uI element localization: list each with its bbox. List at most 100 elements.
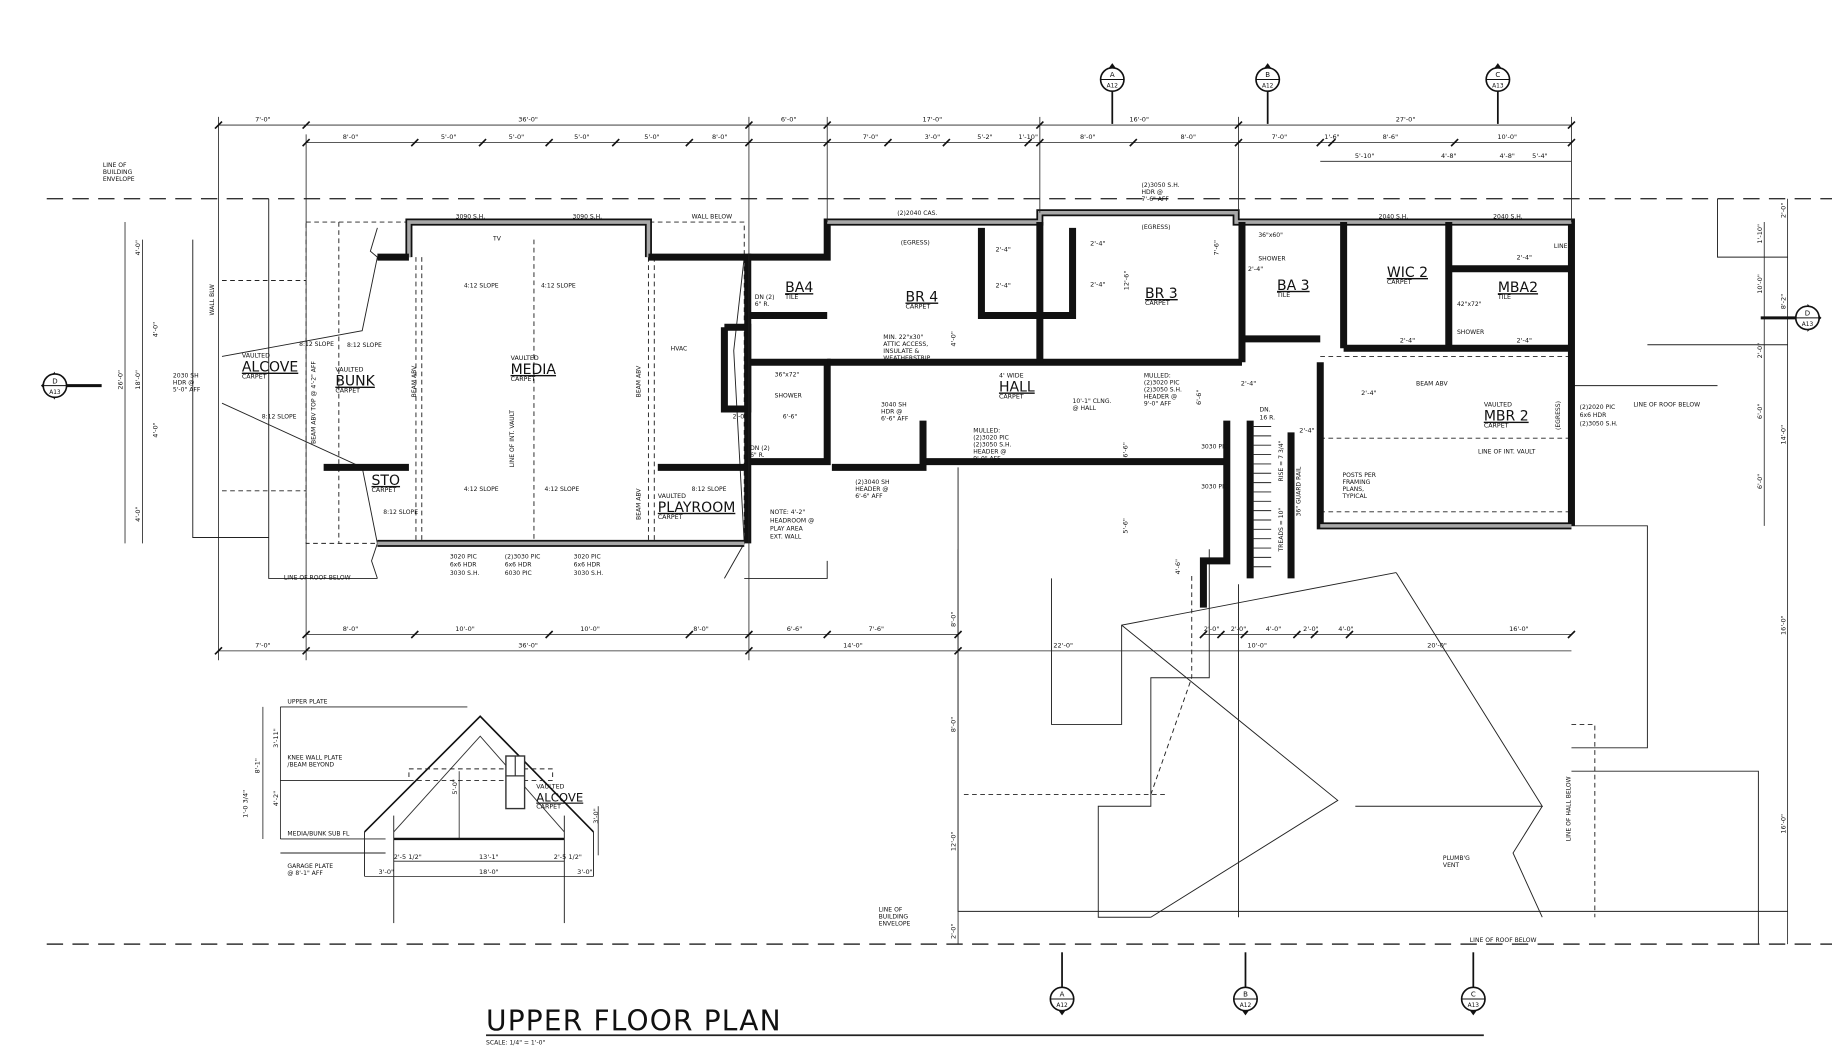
- dimension-tick: [744, 138, 754, 147]
- plan-note: WEATHERSTRIP: [883, 355, 930, 362]
- plan-note: 6'-6" AFF: [881, 416, 909, 423]
- plan-note: (2)3040 SH: [855, 479, 889, 486]
- dimension-tick: [1345, 630, 1354, 639]
- room-prefix: 4' WIDE: [999, 372, 1024, 379]
- dimension-label: 4'-0": [950, 331, 958, 346]
- plan-note: SHOWER: [775, 392, 803, 399]
- plan-note: (2)3050 S.H.: [1141, 182, 1179, 189]
- plan-note: 6030 PIC: [505, 570, 532, 577]
- room-finish: CARPET: [658, 514, 683, 521]
- dimension-tick: [1234, 138, 1243, 147]
- plan-note: MIN. 22"x30": [883, 334, 923, 341]
- dimension-label: 4'-8": [1499, 152, 1514, 160]
- drawing-title: UPPER FLOOR PLAN: [486, 1005, 782, 1038]
- plan-note: 6x6 HDR: [574, 562, 601, 569]
- building-envelope-lines: [46, 197, 1832, 945]
- plan-note: 3090 S.H.: [456, 214, 486, 221]
- dimension-label: 4'-0": [152, 322, 160, 337]
- dimension-label: 14'-0": [843, 641, 863, 649]
- dimension-tick: [410, 630, 419, 639]
- plan-note: 8:12 SLOPE: [692, 486, 727, 493]
- plan-note: 2040 S.H.: [1379, 214, 1409, 221]
- dimension-label: 3'-0": [925, 133, 940, 141]
- dimension-label: 6'-6": [787, 625, 802, 633]
- plan-note: ENVELOPE: [103, 176, 135, 183]
- dimension-label: 2'-0": [1756, 343, 1764, 358]
- dimension-label: 4'-0": [134, 506, 142, 521]
- section-letter: B: [1265, 70, 1270, 79]
- drawing-scale: SCALE: 1/4" = 1'-0": [486, 1040, 545, 1047]
- room-finish: CARPET: [511, 376, 536, 383]
- dimension-tick: [685, 138, 694, 147]
- section-sheet: A13: [1802, 322, 1814, 328]
- dimension-label: 36'-0": [518, 641, 538, 649]
- dimension-label: 4'-0": [152, 422, 160, 437]
- dimension-tick: [1567, 121, 1576, 130]
- plan-note: (EGRESS): [1555, 401, 1562, 430]
- section-detail-label: KNEE WALL PLATE: [287, 755, 342, 762]
- section-marker: D A13: [1760, 303, 1822, 332]
- plan-note: 3040 SH: [881, 402, 907, 409]
- plan-note: FRAMING: [1342, 479, 1370, 486]
- plan-note: 8:12 SLOPE: [262, 413, 297, 420]
- dimension-tick: [410, 138, 419, 147]
- dimension-tick: [545, 138, 554, 147]
- plan-note: WALL BLW: [209, 284, 216, 315]
- dimension-label: 4'-0": [1338, 625, 1353, 633]
- dimension-tick: [1129, 138, 1138, 147]
- plan-note: 6x6 HDR: [450, 562, 477, 569]
- dimension-tick: [1310, 630, 1319, 639]
- room-finish: CARPET: [905, 304, 930, 311]
- door-size-label: 2'-4": [1090, 239, 1105, 247]
- dimension-label: 16'-0": [1509, 625, 1529, 633]
- section-detail-dim: 2'-5 1/2": [394, 853, 422, 861]
- section-detail-dim: 3'-11": [272, 728, 280, 748]
- plan-note: 9'-0" AFF: [973, 455, 1001, 462]
- dimension-label: 17'-0": [923, 116, 943, 124]
- dimension-label: 4'-6": [1174, 559, 1182, 574]
- room-finish: TILE: [784, 294, 798, 301]
- plan-note: 8:12 SLOPE: [383, 509, 418, 516]
- section-letter: D: [1805, 309, 1810, 318]
- plan-note: (2)3050 S.H.: [1580, 420, 1618, 427]
- plan-note: SHOWER: [1258, 256, 1286, 263]
- plan-note: 6'-6" AFF: [855, 493, 883, 500]
- room-labels: VAULTEDALCOVECARPETVAULTEDBUNKCARPETVAUL…: [242, 265, 1538, 521]
- plan-note: 8:12 SLOPE: [347, 342, 382, 349]
- dimension-label: 8'-0": [950, 717, 958, 732]
- room-prefix: VAULTED: [1484, 402, 1512, 409]
- dimension-tick: [1240, 630, 1249, 639]
- dimension-label: 10'-0": [580, 625, 600, 633]
- plan-note: VENT: [1443, 862, 1460, 869]
- plan-note: 6x6 HDR: [505, 562, 532, 569]
- plan-note: 4:12 SLOPE: [464, 486, 499, 493]
- room-name: BUNK: [335, 374, 375, 390]
- dimension-label: 8'-0": [693, 625, 708, 633]
- section-sheet: A12: [1262, 84, 1274, 90]
- plan-note: 6" R.: [755, 301, 770, 308]
- plan-note: (EGRESS): [1141, 224, 1170, 231]
- plan-note: 42"x72": [1457, 301, 1482, 308]
- plan-note: 16 R.: [1260, 415, 1276, 422]
- dimension-label: 14'-0": [1779, 425, 1787, 445]
- dimension-tick: [1035, 121, 1044, 130]
- door-size-label: 2'-4": [1090, 280, 1105, 288]
- dimension-label: 20'-0": [1427, 641, 1447, 649]
- dimension-tick: [1035, 138, 1044, 147]
- plan-note: PLANS,: [1342, 486, 1364, 493]
- section-detail-dim: 5'-0": [451, 779, 459, 794]
- dimension-tick: [942, 138, 951, 147]
- section-detail-label: /BEAM BEYOND: [287, 762, 334, 769]
- section-marker: B A12: [1255, 63, 1281, 124]
- door-size-label: 2'-4": [1241, 380, 1256, 388]
- dimension-label: 10'-0": [455, 625, 475, 633]
- dimension-tick: [744, 646, 754, 655]
- plan-note: DN.: [1260, 406, 1271, 413]
- dimension-tick: [214, 121, 223, 130]
- room-finish: TILE: [1276, 292, 1290, 299]
- plan-note: TREADS = 10": [1278, 507, 1285, 552]
- dimension-label: 6'-6": [1195, 390, 1203, 405]
- dimension-label: 16'-0": [1129, 116, 1149, 124]
